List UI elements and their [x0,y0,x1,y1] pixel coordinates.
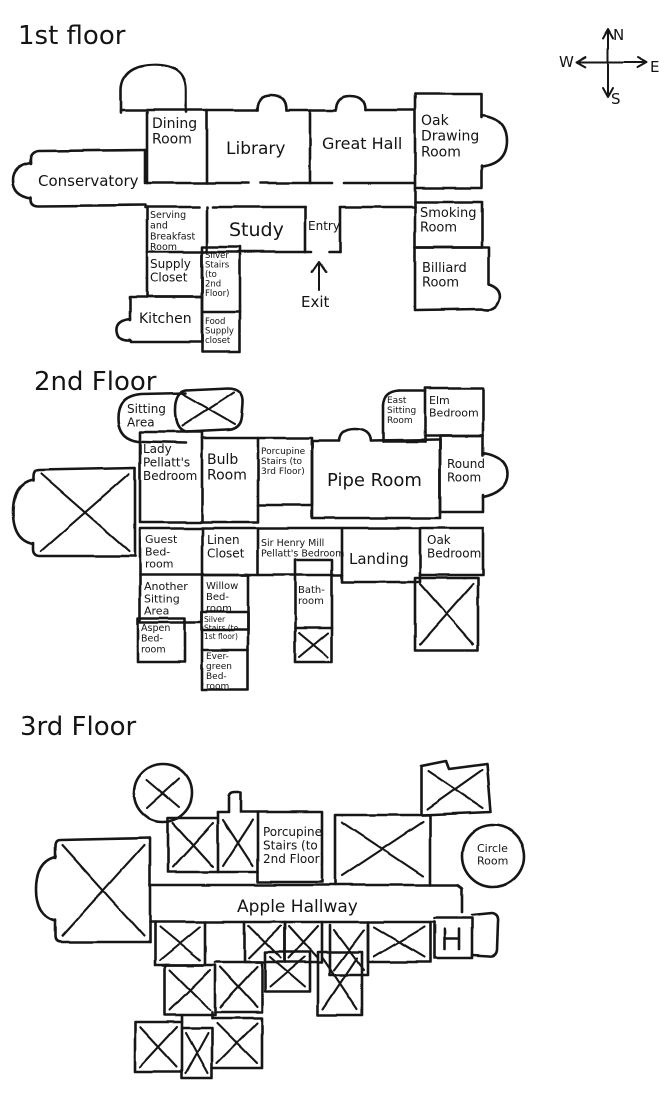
compass-north-label: N [613,26,624,44]
x-mark [158,925,202,962]
compass-south-label: S [611,90,621,108]
floor1-title: 1st floor [18,21,126,51]
room-kitchen-label: Kitchen [139,311,192,327]
x-mark [287,924,320,960]
floor1-walls [11,63,509,354]
floor3-plan: 3rd Floor [20,712,526,1080]
x-mark [332,928,366,972]
x-mark [180,390,237,428]
floor1-plan: 1st floor [11,21,509,354]
x-mark [321,956,359,1011]
x-mark [425,768,485,811]
room-study-label: Study [229,219,284,241]
exit-label: Exit [301,293,330,311]
floor2-walls [11,386,509,692]
compass-east-label: E [650,58,659,76]
x-mark [418,582,475,646]
x-mark [268,955,307,989]
x-mark [247,924,283,960]
compass-arrows-icon [575,28,648,98]
room-library-label: Library [226,139,285,159]
x-mark [297,631,330,659]
room-landing-label: Landing [349,550,409,568]
floor2-title: 2nd Floor [34,367,157,397]
x-mark [60,843,146,938]
floor3-x-marks [60,768,485,1075]
room-great-hall-label: Great Hall [322,134,402,153]
floor2-plan: 2nd Floor [11,367,509,692]
room-bathroom-label: Bath-room [298,585,325,607]
x-mark [215,1021,259,1065]
x-mark [221,818,255,868]
x-mark [138,1025,179,1069]
room-entry-label: Entry [308,219,340,233]
room-pipe-label: Pipe Room [327,470,422,491]
x-mark [39,472,131,553]
floor3-walls [34,759,526,1080]
exit-arrow-icon [311,261,327,291]
room-apple-hallway-label: Apple Hallway [237,897,358,917]
x-mark [184,1031,210,1075]
x-mark [218,965,259,1009]
floor2-x-marks [39,390,475,659]
compass: N W E S [559,26,659,108]
floor3-title: 3rd Floor [20,712,137,742]
x-mark [171,821,215,869]
x-mark [372,925,426,959]
compass-west-label: W [559,53,574,71]
x-mark [168,968,212,1012]
room-conservatory-label: Conservatory [38,172,139,190]
x-mark [340,820,425,878]
x-mark [145,777,181,810]
